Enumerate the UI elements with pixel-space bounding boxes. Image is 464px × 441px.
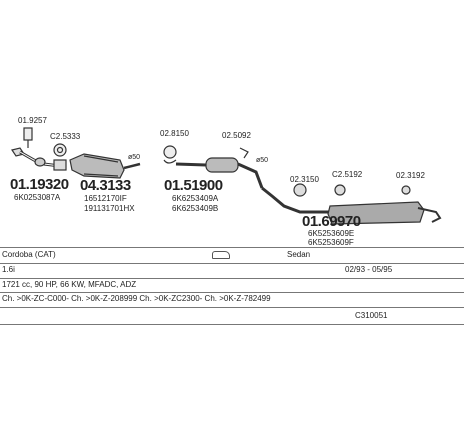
p5-main-number: 01.69970 [302,213,361,230]
p1-ref-number: 6K0253087A [14,193,61,202]
body-type: Sedan [287,250,311,259]
catalog-code: C310051 [355,311,388,320]
catalytic-converter [69,153,141,179]
p3-main-number: 01.51900 [164,177,223,194]
p2-size-label: ø50 [128,154,141,161]
p2-sub-label: C2.5333 [50,132,81,141]
car-icon [212,251,230,259]
p1-main-number: 01.19320 [10,176,69,193]
p2-ref1-number: 16512170IF [84,194,127,203]
gasket-clamp [53,143,67,171]
p5-ref2-number: 6K5253609F [308,238,354,247]
p1-sub-label: 01.9257 [18,116,47,125]
p2-ref2-number: 191131701HX [84,204,135,213]
middle-pipe [163,145,264,189]
p2-main-number: 04.3133 [80,177,131,194]
p3-ref2-number: 6K6253409B [172,204,219,213]
rear-silencer [261,183,442,225]
p3-sub-label: 02.8150 [160,129,189,138]
p5-sub1-label: 02.3150 [290,175,319,184]
p5-sub2-label: C2.5192 [332,170,363,179]
p3-ref1-number: 6K6253409A [172,194,219,203]
exhaust-diagram: 01.9257 C2.5333 01.19320 6K0253087A 04.3… [10,116,442,247]
model-name: Cordoba (CAT) [2,250,56,259]
exhaust-drawing [11,127,442,225]
table-divider [0,292,464,293]
table-divider [0,263,464,264]
p5-ref1-number: 6K5253609E [308,229,355,238]
engine-size: 1.6i [2,265,15,274]
p5-sub3-label: 02.3192 [396,171,425,180]
p4-sub-label: 02.5092 [222,131,251,140]
front-pipe [11,127,61,168]
engine-specs: 1721 cc, 90 HP, 66 KW, MFADC, ADZ [2,280,137,289]
p4-size-label: ø50 [256,157,269,164]
table-divider [0,307,464,308]
table-divider [0,278,464,279]
table-divider [0,247,464,248]
table-divider [0,324,464,325]
production-years: 02/93 - 05/95 [345,265,393,274]
chassis-notes: Ch. >0K-ZC-C000- Ch. >0K-Z-208999 Ch. >0… [2,294,271,303]
